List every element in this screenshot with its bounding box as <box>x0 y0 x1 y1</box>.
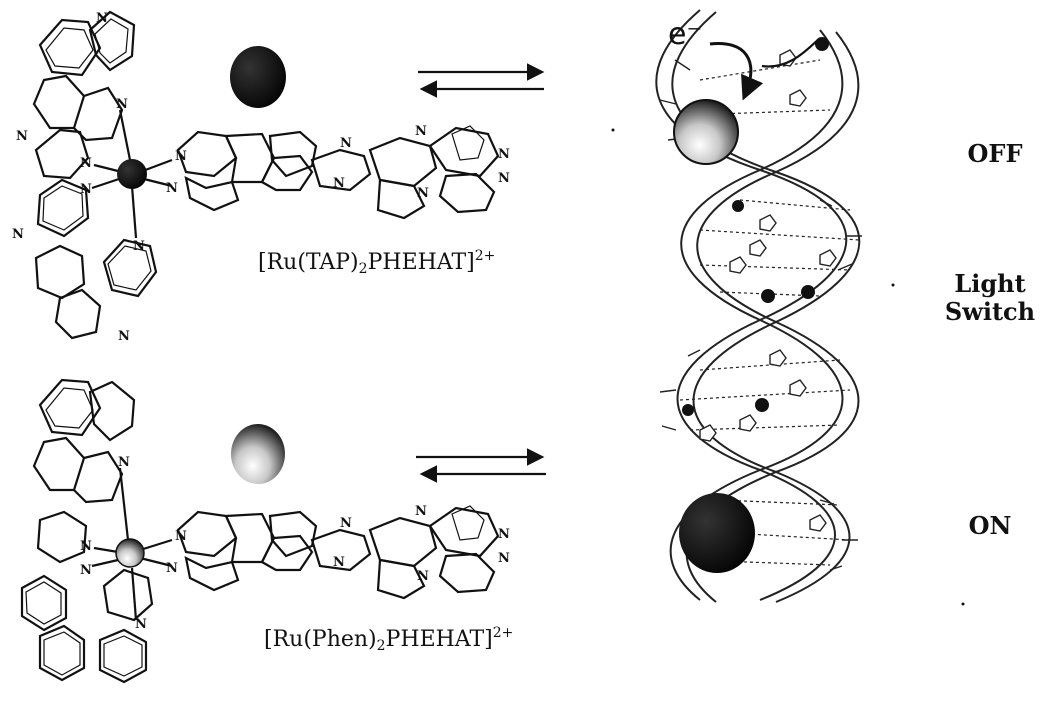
svg-text:N: N <box>498 147 510 162</box>
svg-text:N: N <box>118 329 130 344</box>
intercalated-complex-light <box>674 100 738 164</box>
svg-text:N: N <box>340 516 352 531</box>
svg-text:N: N <box>333 176 345 191</box>
svg-text:N: N <box>16 129 28 144</box>
svg-text:N: N <box>415 124 427 139</box>
state-light-switch-label: Light Switch <box>935 270 1045 325</box>
svg-text:N: N <box>175 149 187 164</box>
svg-text:N: N <box>417 186 429 201</box>
svg-text:N: N <box>498 527 510 542</box>
electron-transfer-arrow <box>710 43 751 95</box>
svg-text:N: N <box>166 561 178 576</box>
light-switch-line2: Switch <box>935 298 1045 326</box>
electron-label: e⁻ <box>668 17 702 52</box>
complex-top-caption: [Ru(TAP)2PHEHAT]2+ <box>258 248 495 277</box>
svg-text:N: N <box>498 551 510 566</box>
stray-dot <box>962 603 965 606</box>
svg-text:N: N <box>135 617 147 632</box>
light-switch-line1: Light <box>935 270 1045 298</box>
equilibrium-arrows-bottom <box>416 457 546 474</box>
metal-center-dark <box>117 159 147 189</box>
complex-bottom-caption: [Ru(Phen)2PHEHAT]2+ <box>264 625 513 654</box>
svg-text:N: N <box>12 227 24 242</box>
dna-dark-bases <box>682 37 829 416</box>
svg-text:N: N <box>133 239 145 254</box>
svg-text:N: N <box>340 136 352 151</box>
metal-center-light <box>116 539 144 567</box>
free-metal-sphere-dark <box>230 46 286 108</box>
svg-text:N: N <box>333 555 345 570</box>
svg-text:N: N <box>498 171 510 186</box>
nitrogen-labels-bottom: N N N N N N N N N N N N <box>80 455 510 632</box>
equilibrium-arrows-top <box>418 72 544 89</box>
svg-text:N: N <box>80 539 92 554</box>
svg-text:N: N <box>80 182 92 197</box>
svg-text:N: N <box>116 97 128 112</box>
state-on-label: ON <box>950 512 1030 540</box>
stray-dot <box>892 284 895 287</box>
svg-text:N: N <box>118 455 130 470</box>
free-metal-sphere-light <box>231 424 285 484</box>
svg-text:N: N <box>417 569 429 584</box>
stray-dot <box>612 129 615 132</box>
svg-text:N: N <box>80 563 92 578</box>
svg-text:N: N <box>166 181 178 196</box>
intercalated-complex-dark <box>679 493 755 573</box>
svg-text:N: N <box>80 156 92 171</box>
svg-text:N: N <box>96 11 108 26</box>
svg-text:N: N <box>175 529 187 544</box>
state-off-label: OFF <box>955 140 1035 168</box>
svg-text:N: N <box>415 504 427 519</box>
